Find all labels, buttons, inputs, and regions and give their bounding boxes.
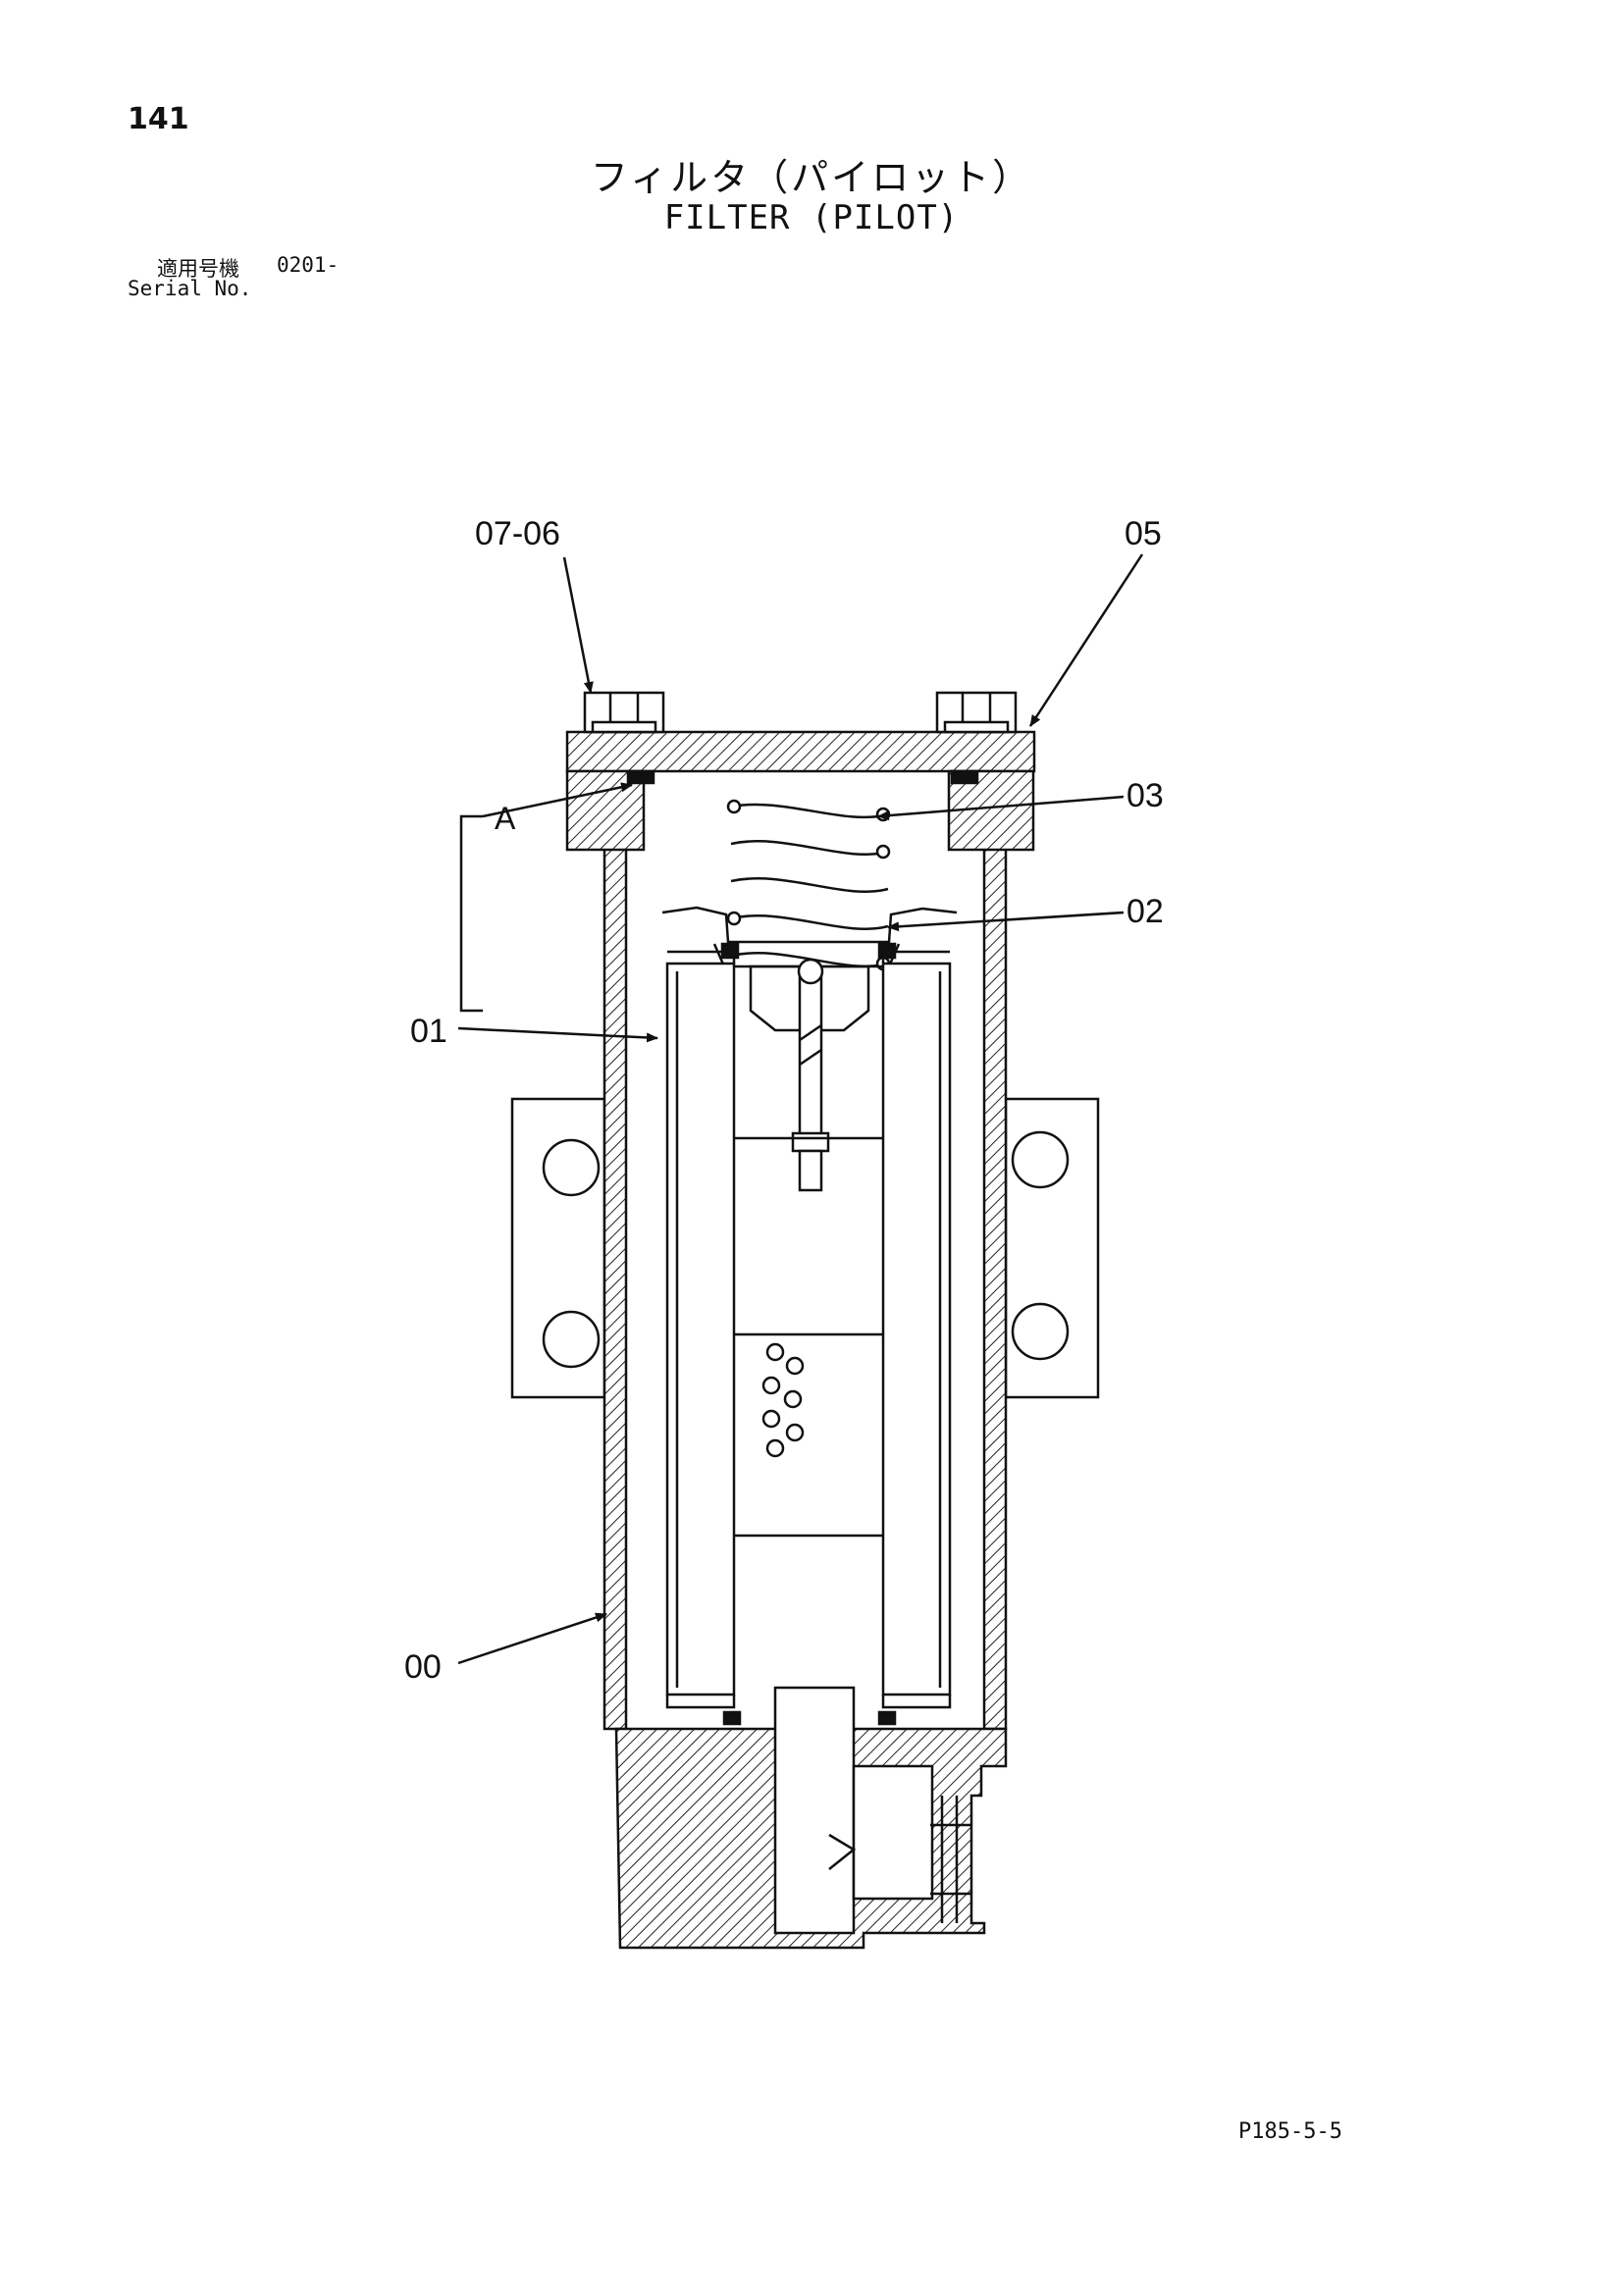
mounting-bracket-left <box>510 1097 606 1399</box>
callout-A: A <box>495 801 516 836</box>
perforation-holes <box>761 1342 805 1458</box>
outlet-bore <box>773 1686 856 1935</box>
callout-03: 03 <box>1126 777 1164 814</box>
leader-02 <box>887 911 1125 932</box>
filter-element-left <box>665 962 736 1696</box>
housing-wall-right <box>982 844 1008 1731</box>
leader-00 <box>457 1612 607 1665</box>
leader-03 <box>877 795 1125 821</box>
callout-05: 05 <box>1125 515 1162 552</box>
document-code: P185-5-5 <box>1238 2119 1342 2144</box>
callout-01: 01 <box>410 1013 447 1050</box>
leader-05 <box>1028 553 1144 727</box>
serial-value: 0201- <box>277 253 340 277</box>
mounting-bracket-right <box>1004 1097 1100 1399</box>
leader-07-06 <box>562 556 594 694</box>
valve-stem <box>798 969 823 1140</box>
leader-bracket-01-A <box>459 814 483 1013</box>
o-ring-right <box>950 769 979 785</box>
callout-07-06: 07-06 <box>475 515 560 552</box>
filter-element-right <box>881 962 952 1696</box>
callout-02: 02 <box>1126 893 1164 930</box>
side-port <box>852 1764 934 1901</box>
page-number: 141 <box>128 102 189 136</box>
title-japanese: フィルタ（パイロット） <box>590 156 1033 199</box>
serial-label-english: Serial No. <box>128 277 252 300</box>
spring <box>726 799 891 971</box>
bolt-left <box>583 691 665 734</box>
o-ring-left <box>626 769 655 785</box>
callout-00: 00 <box>404 1648 442 1686</box>
title-english: FILTER (PILOT) <box>663 198 960 237</box>
bolt-right <box>935 691 1018 734</box>
bypass-valve-body <box>749 965 870 1032</box>
head-cover <box>565 730 1036 773</box>
spring-retainer <box>661 906 958 944</box>
housing-wall-left <box>602 844 628 1731</box>
serial-label-japanese: 適用号機 <box>157 257 239 281</box>
